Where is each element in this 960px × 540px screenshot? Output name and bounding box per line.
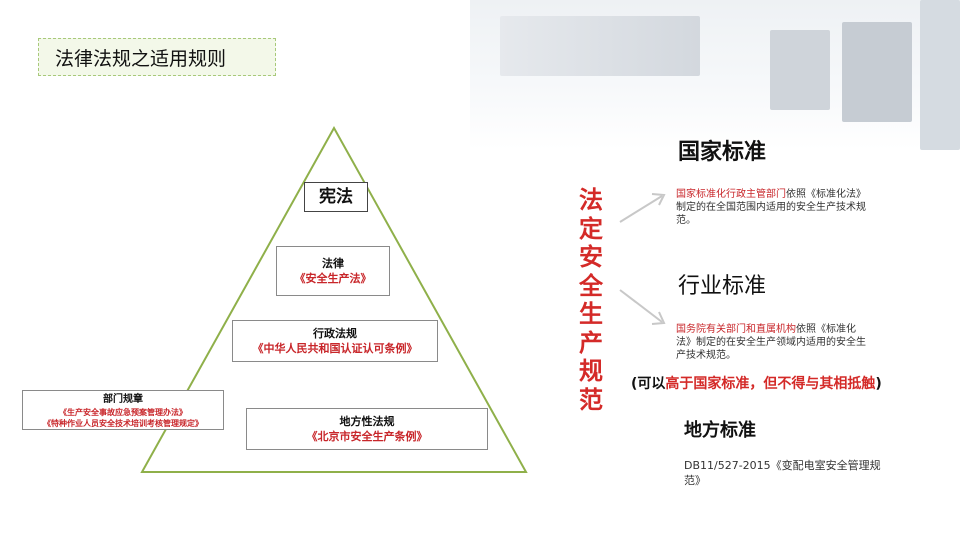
difang-example: 《北京市安全生产条例》	[306, 430, 428, 443]
pyramid-box-xianfa: 宪法	[304, 182, 368, 212]
note-close: )	[875, 376, 882, 392]
guojia-desc: 国家标准化行政主管部门依照《标准化法》制定的在全国范围内适用的安全生产技术规范。	[676, 188, 866, 227]
bumen-example-2: 《特种作业人员安全技术培训考核管理规定》	[43, 418, 203, 428]
note-red: 高于国家标准，但不得与其相抵触	[665, 376, 876, 392]
vertical-title: 法定安全生产规范	[579, 186, 603, 414]
bg-screen	[500, 16, 700, 76]
hangye-desc-rest: 依照《标准化法》制定的在安全生产领域内适用的安全生产技术规范。	[676, 324, 866, 361]
xingzheng-label: 行政法规	[313, 327, 357, 340]
pyramid-box-bumen: 部门规章 《生产安全事故应急预案管理办法》 《特种作业人员安全技术培训考核管理规…	[22, 390, 224, 430]
xingzheng-example: 《中华人民共和国认证认可条例》	[252, 342, 418, 355]
hangye-note: (可以高于国家标准，但不得与其相抵触)	[631, 373, 882, 393]
hangye-heading: 行业标准	[678, 274, 767, 299]
difang-heading: 地方标准	[684, 420, 756, 441]
falv-example: 《安全生产法》	[294, 272, 372, 285]
background-photo	[470, 0, 960, 150]
pyramid-triangle	[140, 125, 528, 473]
bg-screen	[842, 22, 912, 122]
hangye-desc: 国务院有关部门和直属机构依照《标准化法》制定的在安全生产领域内适用的安全生产技术…	[676, 323, 866, 362]
bg-screen	[920, 0, 960, 150]
slide-title-text: 法律法规之适用规则	[55, 47, 227, 70]
hangye-desc-red: 国务院有关部门和直属机构	[676, 324, 796, 335]
pyramid-box-difang: 地方性法规 《北京市安全生产条例》	[246, 408, 488, 450]
xianfa-label: 宪法	[319, 186, 353, 207]
bumen-example-1: 《生产安全事故应急预案管理办法》	[59, 407, 187, 417]
guojia-heading: 国家标准	[678, 140, 767, 165]
difang-label: 地方性法规	[339, 415, 395, 428]
note-open: (可以	[631, 376, 666, 392]
slide-title: 法律法规之适用规则	[38, 38, 276, 76]
guojia-desc-rest: 依照《标准化法》制定的在全国范围内适用的安全生产技术规范。	[676, 189, 866, 226]
pyramid-box-falv: 法律 《安全生产法》	[276, 246, 390, 296]
falv-label: 法律	[322, 257, 344, 270]
difang-desc: DB11/527-2015《变配电室安全管理规范》	[684, 459, 881, 487]
pyramid-box-xingzheng: 行政法规 《中华人民共和国认证认可条例》	[232, 320, 438, 362]
bg-screen	[770, 30, 830, 110]
guojia-desc-red: 国家标准化行政主管部门	[676, 189, 786, 200]
bumen-label: 部门规章	[103, 393, 143, 405]
